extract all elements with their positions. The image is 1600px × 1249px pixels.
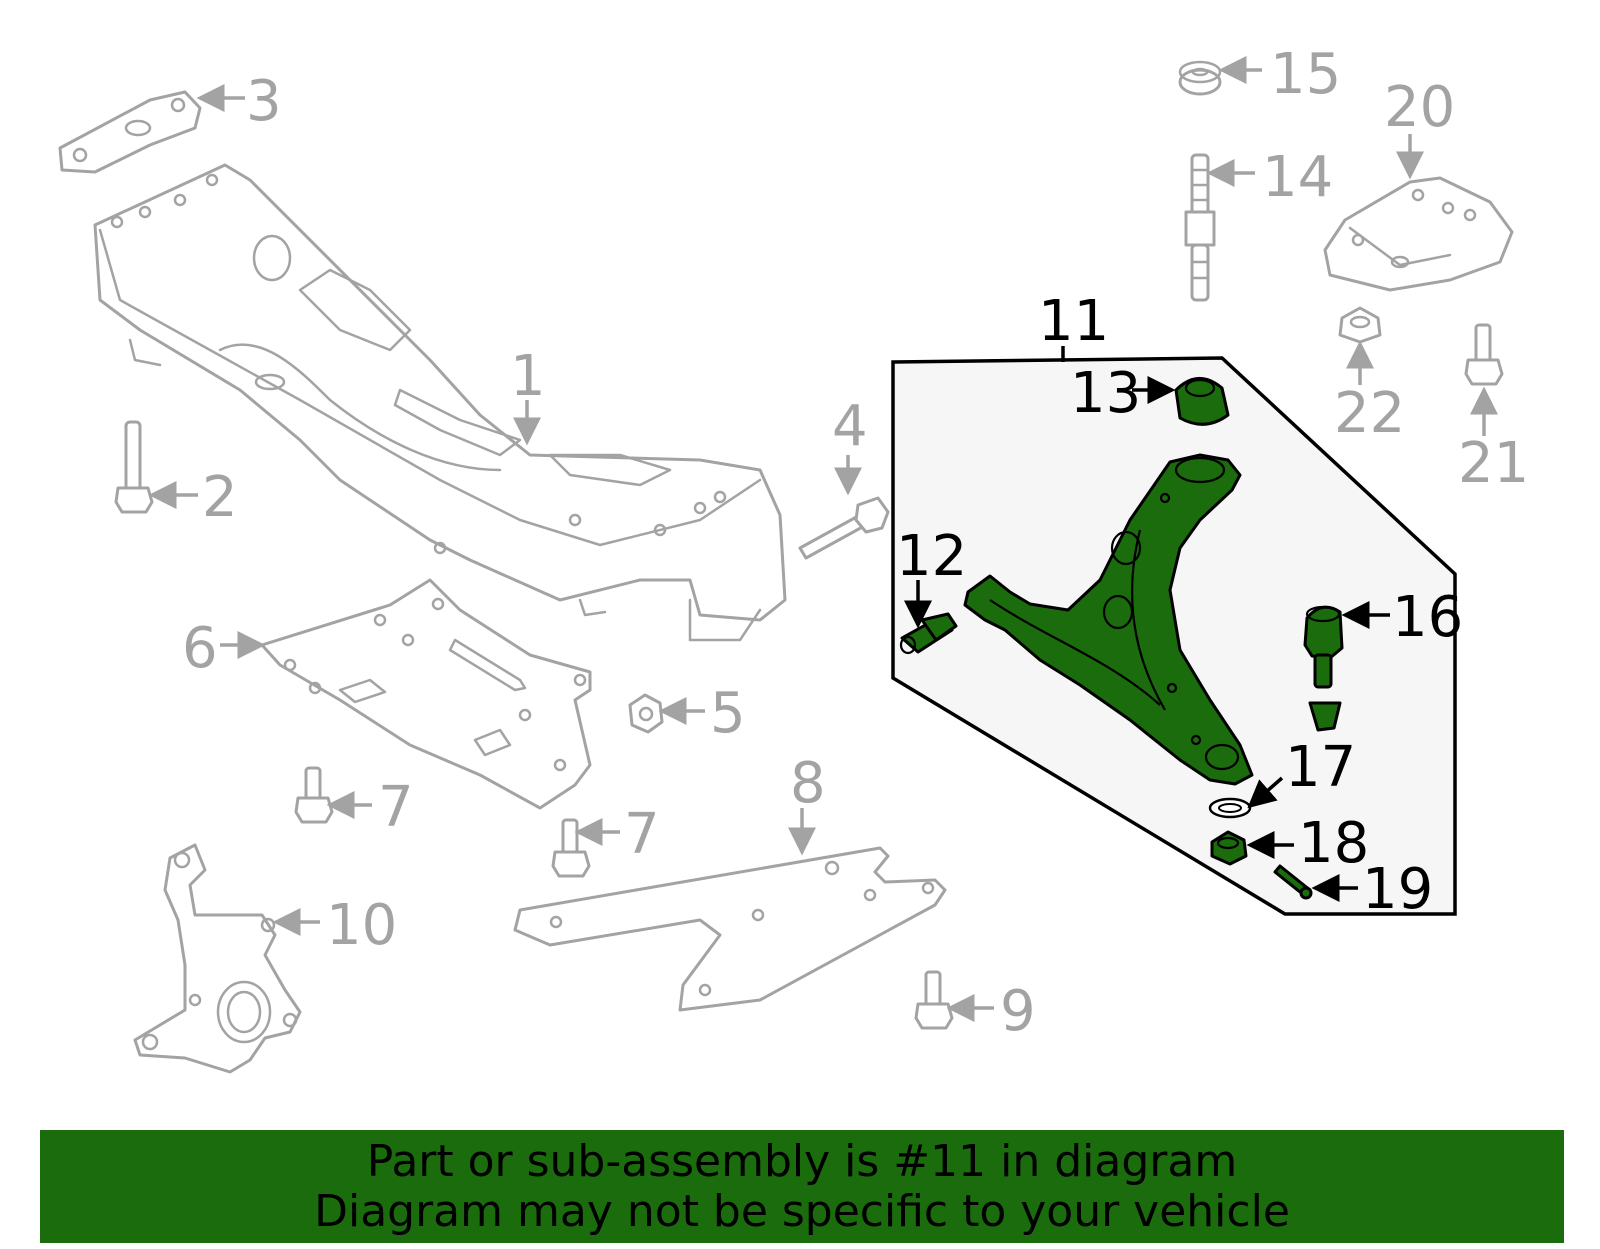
part-3-bracket[interactable] [58,90,202,174]
callout-16: 16 [1392,585,1463,650]
part-7-bolt-a[interactable] [294,766,334,824]
callout-3: 3 [246,69,282,134]
callout-7b: 7 [624,802,660,867]
callout-12: 12 [896,524,967,589]
part-21-bolt[interactable] [1464,323,1504,386]
callout-8: 8 [790,751,826,816]
part-14-stud[interactable] [1184,153,1216,302]
callout-15: 15 [1270,42,1341,107]
callout-19: 19 [1362,857,1433,922]
part-1-crossmember[interactable] [93,163,787,642]
callout-11: 11 [1038,289,1109,354]
callout-arrows [148,56,1498,1022]
part-2-bolt[interactable] [114,420,154,514]
part-6-shield[interactable] [260,578,592,810]
part-20-bracket[interactable] [1323,176,1514,292]
part-8-plate[interactable] [513,846,947,1012]
part-11-control-arm[interactable] [963,453,1254,786]
callout-arrows-highlight [904,376,1390,902]
part-18-nut[interactable] [1210,830,1248,866]
part-9-bolt[interactable] [914,970,954,1030]
callout-10: 10 [326,893,397,958]
part-5-nut[interactable] [628,693,664,734]
callout-20: 20 [1384,75,1455,140]
callout-17: 17 [1285,735,1356,800]
callout-13: 13 [1070,361,1141,426]
part-7-bolt-b[interactable] [551,818,591,878]
part-22-nut[interactable] [1338,306,1382,344]
callout-5: 5 [710,681,746,746]
callout-9: 9 [1000,979,1036,1044]
callout-21: 21 [1458,431,1529,496]
callout-4: 4 [832,394,868,459]
part-13-bushing[interactable] [1174,377,1230,426]
part-16-ball-joint[interactable] [1303,605,1344,732]
callout-18: 18 [1298,811,1369,876]
part-15-washer[interactable] [1178,60,1222,96]
callout-14: 14 [1262,145,1333,210]
banner-line-2: Diagram may not be specific to your vehi… [314,1185,1290,1237]
part-10-knuckle[interactable] [133,843,302,1074]
callout-2: 2 [202,465,238,530]
part-19-cotter-pin[interactable] [1273,864,1313,900]
callout-7a: 7 [378,775,414,840]
callout-22: 22 [1334,381,1405,446]
part-17-washer[interactable] [1208,797,1252,819]
banner-line-1: Part or sub-assembly is #11 in diagram [366,1135,1238,1187]
callout-1: 1 [510,344,546,409]
part-4-bolt[interactable] [798,496,890,560]
info-banner: Part or sub-assembly is #11 in diagram D… [40,1130,1564,1243]
callout-6: 6 [182,616,218,681]
